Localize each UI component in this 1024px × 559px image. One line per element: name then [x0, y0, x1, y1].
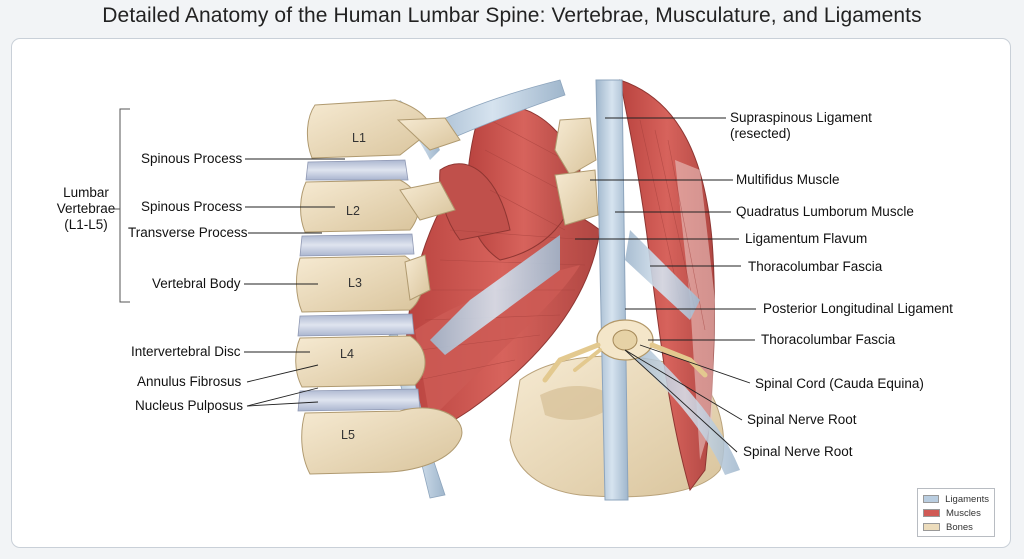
label-spinal-nerve-root-1: Spinal Nerve Root: [747, 412, 857, 427]
label-vertebral-body: Vertebral Body: [152, 276, 241, 291]
legend-swatch-ligaments: [923, 495, 940, 503]
vertebra-label-l3: L3: [348, 276, 362, 290]
lumbar-vertebrae-group-label: Lumbar Vertebrae (L1-L5): [56, 185, 116, 233]
label-thoracolumbar-fascia-1: Thoracolumbar Fascia: [748, 259, 883, 274]
group-label-line1: Lumbar: [63, 185, 109, 200]
label-ligamentum-flavum: Ligamentum Flavum: [745, 231, 868, 246]
vertebra-label-l5: L5: [341, 428, 355, 442]
page-title: Detailed Anatomy of the Human Lumbar Spi…: [102, 4, 922, 27]
legend-label-muscles: Muscles: [946, 507, 981, 519]
supraspinous-line2: (resected): [730, 126, 791, 141]
label-spinal-nerve-root-2: Spinal Nerve Root: [743, 444, 853, 459]
supraspinous-line1: Supraspinous Ligament: [730, 110, 872, 125]
legend: Ligaments Muscles Bones: [917, 488, 995, 537]
vertebral-column: [295, 99, 599, 475]
legend-item-muscles: Muscles: [923, 506, 989, 520]
legend-label-bones: Bones: [946, 521, 973, 533]
label-spinal-cord: Spinal Cord (Cauda Equina): [755, 376, 924, 391]
vertebra-label-l1: L1: [352, 131, 366, 145]
legend-item-bones: Bones: [923, 520, 989, 534]
label-transverse-process: Transverse Process: [128, 225, 248, 240]
legend-item-ligaments: Ligaments: [923, 492, 989, 506]
label-supraspinous-ligament: Supraspinous Ligament (resected): [730, 110, 872, 142]
legend-label-ligaments: Ligaments: [945, 493, 989, 505]
central-ligament-band: [430, 79, 700, 501]
label-multifidus-muscle: Multifidus Muscle: [736, 172, 840, 187]
label-nucleus-pulposus: Nucleus Pulposus: [135, 398, 244, 413]
legend-swatch-bones: [923, 523, 940, 531]
label-intervertebral-disc: Intervertebral Disc: [131, 344, 241, 359]
vertebra-label-l4: L4: [340, 347, 354, 361]
label-posterior-longitudinal-ligament: Posterior Longitudinal Ligament: [763, 301, 953, 316]
right-leader-lines: [575, 117, 756, 453]
group-label-line3: (L1-L5): [64, 217, 108, 232]
muscle-striations: [417, 119, 706, 381]
label-quadratus-lumborum: Quadratus Lumborum Muscle: [736, 204, 914, 219]
vertebra-label-l2: L2: [346, 204, 360, 218]
left-leader-lines: [244, 158, 345, 407]
label-annulus-fibrosus: Annulus Fibrosus: [137, 374, 242, 389]
label-thoracolumbar-fascia-2: Thoracolumbar Fascia: [761, 332, 896, 347]
lumbar-bracket: [112, 108, 130, 303]
label-spinous-process-2: Spinous Process: [141, 199, 243, 214]
group-label-line2: Vertebrae: [56, 201, 116, 216]
legend-swatch-muscles: [923, 509, 940, 517]
label-spinous-process-1: Spinous Process: [141, 151, 243, 166]
